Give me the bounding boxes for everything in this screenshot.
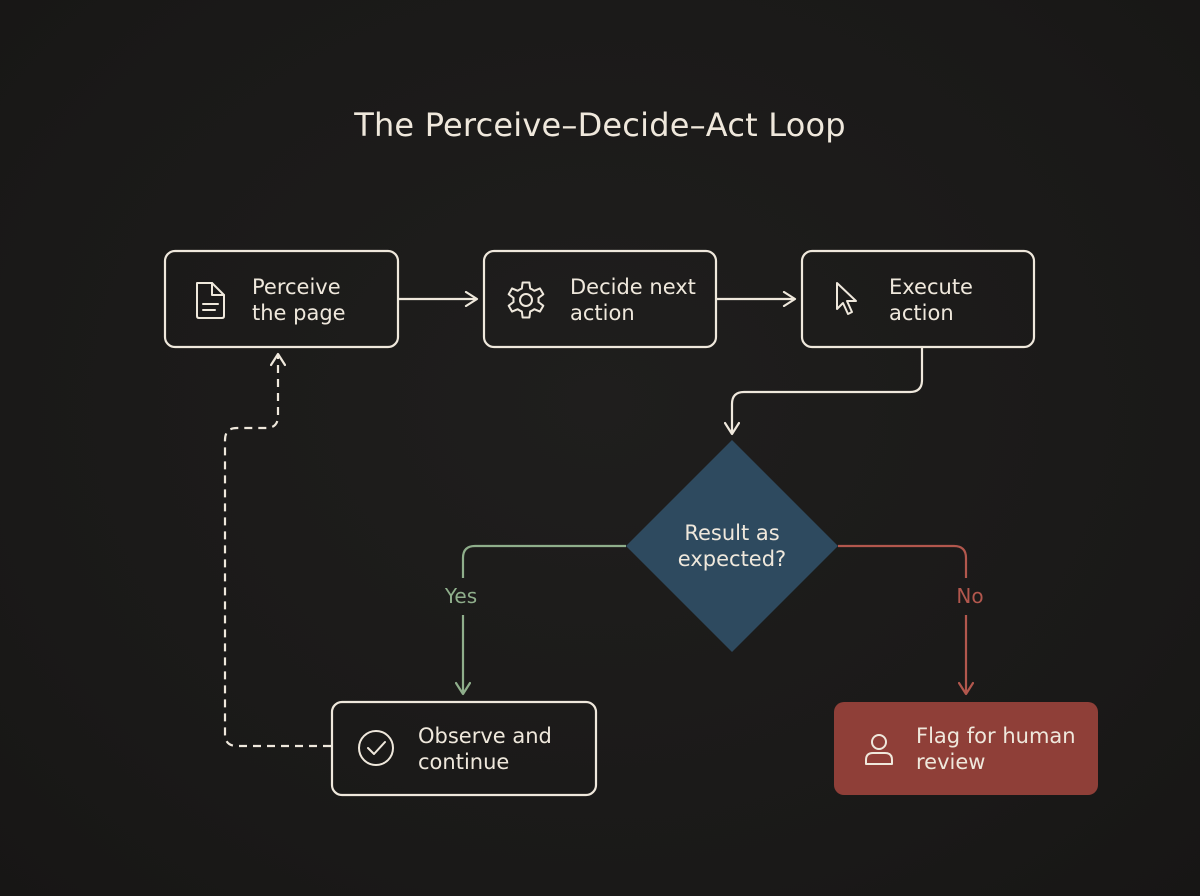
edge-execute-to-decision xyxy=(732,348,924,434)
decide-label-line1: Decide next xyxy=(570,275,696,299)
user-icon xyxy=(865,734,893,765)
node-flag: Flag for human review xyxy=(834,702,1098,795)
cursor-icon xyxy=(836,282,857,315)
document-icon xyxy=(196,282,225,319)
observe-label-line1: Observe and xyxy=(418,724,552,748)
branch-label-no: No xyxy=(956,584,983,608)
perceive-label-line2: the page xyxy=(252,301,346,325)
decide-label-line2: action xyxy=(570,301,635,325)
edge-decision-no xyxy=(838,544,966,694)
node-execute: Execute action xyxy=(800,249,1036,349)
check-circle-icon xyxy=(358,730,394,766)
flag-label-line1: Flag for human xyxy=(916,724,1076,748)
node-decide: Decide next action xyxy=(482,249,718,349)
execute-label-line2: action xyxy=(889,301,954,325)
execute-label-line1: Execute xyxy=(889,275,973,299)
edge-observe-to-perceive-loop xyxy=(223,354,331,748)
gear-icon xyxy=(507,281,545,319)
branch-label-yes: Yes xyxy=(444,584,477,608)
decision-label-line2: expected? xyxy=(678,547,786,571)
node-perceive: Perceive the page xyxy=(163,249,400,349)
perceive-label-line1: Perceive xyxy=(252,275,341,299)
node-decision: Result as expected? xyxy=(626,440,838,652)
node-observe: Observe and continue xyxy=(330,700,598,797)
diagram-title: The Perceive–Decide–Act Loop xyxy=(354,106,846,144)
decision-label-line1: Result as xyxy=(684,521,779,545)
observe-label-line2: continue xyxy=(418,750,509,774)
flag-label-line2: review xyxy=(916,750,985,774)
edge-decision-yes xyxy=(463,544,626,694)
